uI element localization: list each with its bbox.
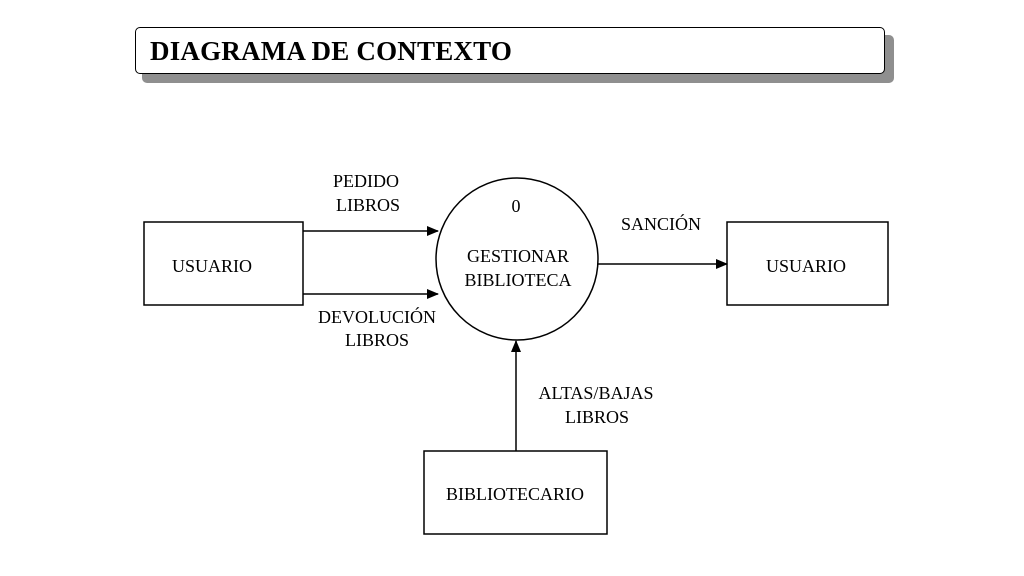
flow-devolucion-libros: DEVOLUCIÓN LIBROS <box>303 289 439 350</box>
flow-devolucion-label-line1: DEVOLUCIÓN <box>318 306 436 327</box>
flow-altas-bajas-label-line2: LIBROS <box>565 407 629 427</box>
process-label-line2: BIBLIOTECA <box>465 270 572 290</box>
page-title: DIAGRAMA DE CONTEXTO <box>150 36 513 66</box>
entity-usuario-left-box <box>143 221 304 306</box>
process-number: 0 <box>512 196 521 216</box>
entity-bibliotecario-label: BIBLIOTECARIO <box>446 484 584 504</box>
entity-usuario-right-box <box>726 221 889 306</box>
entity-usuario-left: USUARIO <box>143 221 304 306</box>
flow-pedido-label-line1: PEDIDO <box>333 171 399 191</box>
process-label-line1: GESTIONAR <box>467 246 569 266</box>
flow-sancion: SANCIÓN <box>598 213 728 269</box>
process-gestionar-biblioteca: 0 GESTIONAR BIBLIOTECA <box>435 177 599 341</box>
entity-usuario-right-label: USUARIO <box>766 256 846 276</box>
title-box: DIAGRAMA DE CONTEXTO <box>135 27 885 74</box>
flow-devolucion-label-line2: LIBROS <box>345 330 409 350</box>
flow-altas-bajas-libros: ALTAS/BAJAS LIBROS <box>511 340 654 451</box>
entity-usuario-left-label: USUARIO <box>172 256 252 276</box>
entity-usuario-right: USUARIO <box>726 221 889 306</box>
flow-sancion-label: SANCIÓN <box>621 213 701 234</box>
flow-altas-bajas-label-line1: ALTAS/BAJAS <box>539 383 654 403</box>
flow-pedido-libros: PEDIDO LIBROS <box>303 171 439 236</box>
entity-bibliotecario: BIBLIOTECARIO <box>423 450 608 535</box>
flow-pedido-label-line2: LIBROS <box>336 195 400 215</box>
